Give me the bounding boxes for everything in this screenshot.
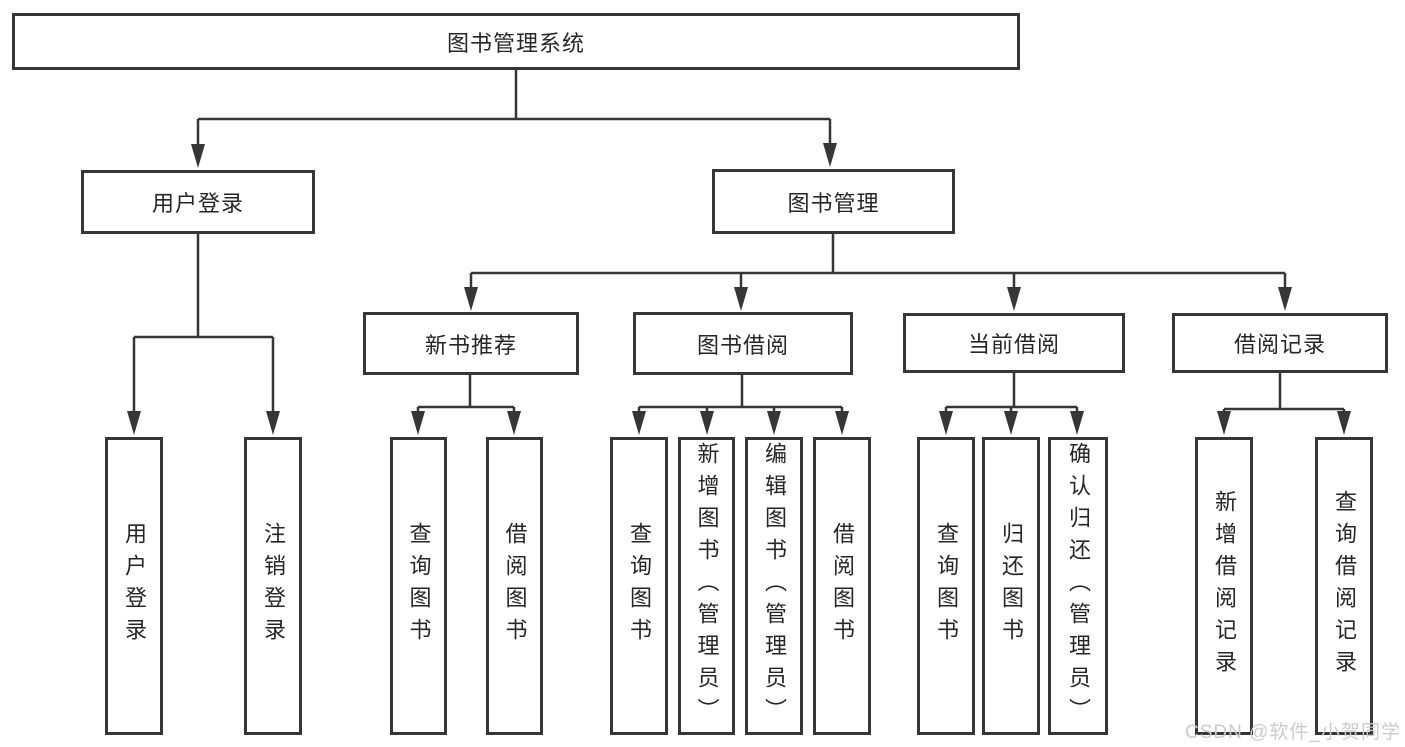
node-leaf-borrow-books-recommend: 借阅图书: [486, 437, 543, 735]
node-leaf-query-borrow-record: 查询借阅记录: [1315, 437, 1373, 735]
node-root-system-label: 图书管理系统: [446, 30, 585, 56]
node-leaf-return-books-label: 归还图书: [999, 522, 1024, 650]
node-leaf-user-login-label: 用户登录: [122, 522, 147, 650]
node-book-management-label: 图书管理: [787, 190, 880, 216]
node-new-book-recommend: 新书推荐: [363, 312, 579, 375]
node-leaf-add-books-admin: 新增图书（管理员）: [678, 437, 735, 735]
node-leaf-borrow-books-recommend-label: 借阅图书: [502, 522, 528, 650]
node-leaf-query-books-borrowing: 查询图书: [610, 437, 668, 735]
node-current-borrowing: 当前借阅: [903, 313, 1125, 373]
connector-path: [132, 70, 1346, 413]
node-leaf-return-books: 归还图书: [982, 437, 1040, 735]
node-leaf-add-borrow-record-label: 新增借阅记录: [1212, 490, 1237, 682]
node-book-borrowing-label: 图书借阅: [696, 332, 789, 358]
node-leaf-query-books-current: 查询图书: [917, 437, 975, 735]
node-leaf-query-books-current-label: 查询图书: [934, 522, 959, 650]
node-borrowing-records-label: 借阅记录: [1233, 332, 1326, 357]
csdn-watermark: CSDN @软件_小贺同学: [1185, 722, 1401, 743]
node-user-login-label: 用户登录: [151, 191, 244, 216]
node-root-system: 图书管理系统: [12, 13, 1020, 70]
node-book-borrowing: 图书借阅: [633, 312, 853, 375]
node-leaf-add-borrow-record: 新增借阅记录: [1195, 437, 1253, 735]
node-leaf-query-borrow-record-label: 查询借阅记录: [1332, 490, 1357, 682]
node-leaf-edit-books-admin-label: 编辑图书（管理员）: [762, 442, 787, 730]
node-leaf-borrow-books-borrowing: 借阅图书: [813, 437, 871, 735]
node-leaf-borrow-books-borrowing-label: 借阅图书: [830, 522, 855, 650]
node-leaf-confirm-return-admin: 确认归还（管理员）: [1048, 437, 1108, 735]
node-leaf-query-books-borrowing-label: 查询图书: [627, 522, 652, 650]
node-book-management: 图书管理: [712, 169, 955, 234]
node-leaf-query-books-recommend-label: 查询图书: [406, 522, 432, 650]
arrowheads: [127, 143, 1351, 435]
node-leaf-logout-login: 注销登录: [244, 437, 302, 735]
node-borrowing-records: 借阅记录: [1172, 313, 1388, 373]
node-leaf-add-books-admin-label: 新增图书（管理员）: [694, 442, 720, 730]
node-leaf-user-login: 用户登录: [105, 437, 163, 735]
node-leaf-confirm-return-admin-label: 确认归还（管理员）: [1066, 442, 1091, 730]
node-new-book-recommend-label: 新书推荐: [424, 332, 517, 358]
node-leaf-edit-books-admin: 编辑图书（管理员）: [745, 437, 803, 735]
node-current-borrowing-label: 当前借阅: [967, 332, 1060, 357]
node-leaf-query-books-recommend: 查询图书: [390, 437, 447, 735]
node-user-login: 用户登录: [81, 170, 315, 234]
node-leaf-logout-login-label: 注销登录: [261, 522, 286, 650]
